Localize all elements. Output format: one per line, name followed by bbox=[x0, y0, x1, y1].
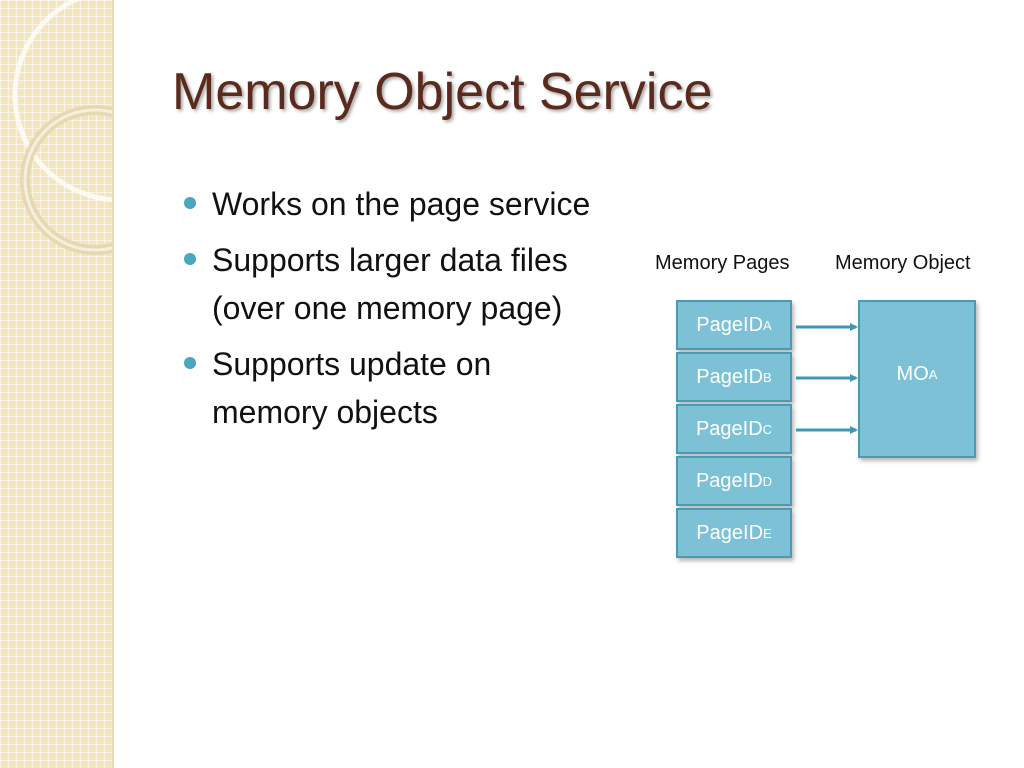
page-box-subscript: C bbox=[762, 421, 773, 437]
memory-object-box-subscript: A bbox=[928, 366, 938, 382]
page-box-label: PageID bbox=[696, 313, 764, 336]
page-box-label: PageID bbox=[696, 365, 764, 388]
page-box-subscript: A bbox=[763, 317, 772, 333]
page-box-label: PageID bbox=[695, 417, 763, 440]
bullet-item: Works on the page service bbox=[184, 180, 604, 228]
bullet-item: Supports update on memory objects bbox=[184, 340, 604, 436]
decorative-circles bbox=[12, 0, 112, 255]
bullet-list: Works on the page service Supports large… bbox=[184, 180, 604, 444]
memory-object-box-label: MO bbox=[896, 362, 929, 385]
memory-object-label: Memory Object bbox=[835, 252, 971, 274]
page-box-label: PageID bbox=[696, 521, 764, 544]
page-box-subscript: D bbox=[762, 473, 773, 489]
bullet-item: Supports larger data files (over one mem… bbox=[184, 236, 604, 332]
page-box-subscript: E bbox=[763, 525, 772, 541]
page-box-subscript: B bbox=[763, 369, 772, 385]
slide-title: Memory Object Service bbox=[172, 63, 713, 121]
page-box-label: PageID bbox=[695, 469, 763, 492]
decorative-side-band bbox=[0, 0, 114, 768]
memory-pages-label: Memory Pages bbox=[655, 252, 790, 274]
